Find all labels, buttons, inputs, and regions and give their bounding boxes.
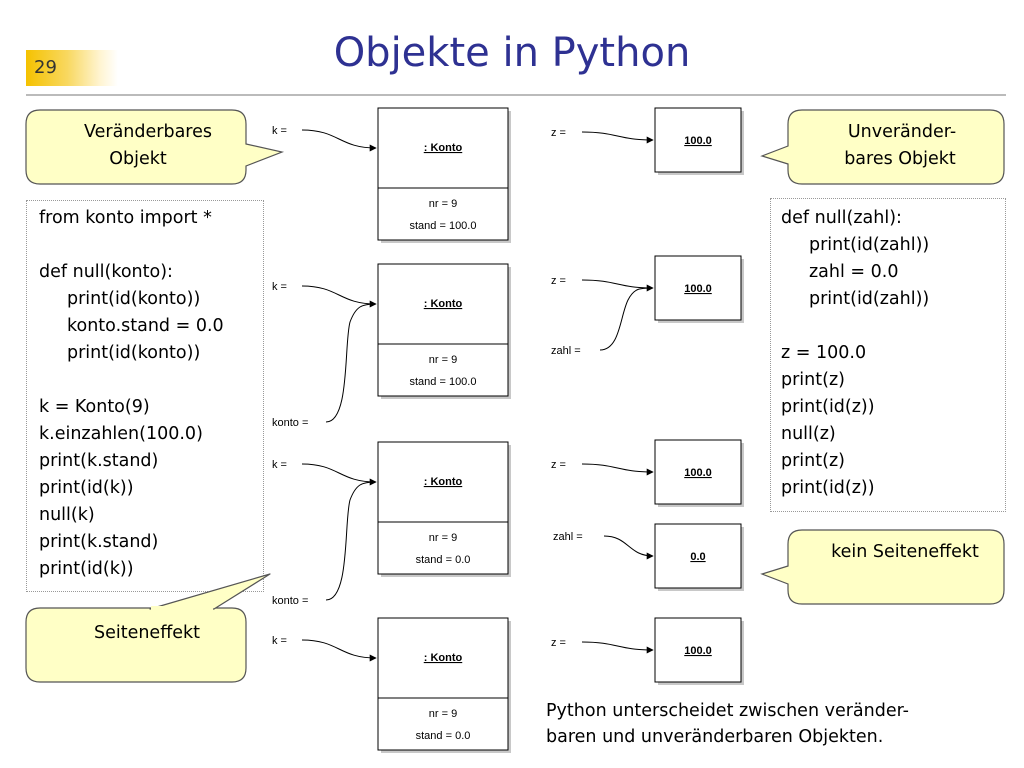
code-line: print(id(konto)) — [67, 289, 201, 309]
code-line: null(k) — [39, 505, 95, 525]
code-line: def null(konto): — [39, 262, 173, 282]
konto-object-box — [377, 263, 509, 397]
reference-arrow — [581, 131, 654, 144]
code-line: print(k.stand) — [39, 532, 159, 552]
reference-arrow — [603, 535, 654, 560]
callout-side-effect-text: Seiteneffekt — [94, 623, 200, 643]
callout-side-effect: Seiteneffekt — [25, 573, 271, 683]
reference-arrow — [581, 463, 654, 476]
code-line: from konto import * — [39, 208, 212, 228]
code-block-immutable: def null(zahl): print(id(zahl)) zahl = 0.0… — [770, 198, 1006, 512]
float-object-diagram: 100.0 z = — [551, 107, 744, 175]
konto-class-label: : Konto — [424, 476, 463, 488]
konto-attr-nr: nr = 9 — [429, 532, 457, 544]
footer-note: Python unterscheidet zwischen veränder- … — [546, 698, 909, 750]
code-line: k = Konto(9) — [39, 397, 150, 417]
float-value-label: 100.0 — [684, 283, 712, 295]
konto-attr-stand: stand = 0.0 — [416, 554, 471, 566]
code-line: print(z) — [781, 370, 845, 390]
float-value-label: 100.0 — [684, 645, 712, 657]
reference-arrow — [581, 641, 654, 654]
konto-attr-nr: nr = 9 — [429, 708, 457, 720]
reference-line — [599, 287, 654, 351]
variable-label-konto: konto = — [272, 595, 308, 607]
float-object-diagram: 100.0 0.0 z = zahl = — [551, 439, 744, 591]
code-line: def null(zahl): — [781, 208, 902, 228]
variable-label-k: k = — [272, 281, 287, 293]
code-line: print(id(z)) — [781, 478, 875, 498]
code-line: print(k.stand) — [39, 451, 159, 471]
float-object-diagram: 100.0 z = — [551, 617, 744, 685]
callout-immutable-object: Unveränder- bares Objekt — [760, 109, 1005, 185]
code-line: print(id(z)) — [781, 397, 875, 417]
float-object-box — [654, 523, 742, 589]
variable-label-z: z = — [551, 127, 566, 139]
variable-label-z: z = — [551, 275, 566, 287]
float-object-box — [654, 617, 742, 683]
konto-object-box — [377, 617, 509, 751]
float-object-diagram: 100.0 z = zahl = — [551, 255, 744, 357]
variable-label-zahl: zahl = — [553, 531, 583, 543]
konto-class-label: : Konto — [424, 298, 463, 310]
code-line: null(z) — [781, 424, 836, 444]
variable-label-k: k = — [272, 635, 287, 647]
footer-line-1: Python unterscheidet zwischen veränder- — [546, 701, 909, 721]
float-object-box — [654, 107, 742, 173]
konto-attr-stand: stand = 100.0 — [410, 220, 477, 232]
konto-object-diagram: : Konto nr = 9 stand = 100.0 k = konto = — [272, 263, 511, 429]
code-line: print(z) — [781, 451, 845, 471]
variable-label-zahl: zahl = — [551, 345, 581, 357]
konto-attr-nr: nr = 9 — [429, 354, 457, 366]
variable-label-k: k = — [272, 125, 287, 137]
title-divider — [26, 94, 1006, 96]
code-line: konto.stand = 0.0 — [67, 316, 224, 336]
code-line: zahl = 0.0 — [809, 262, 899, 282]
slide-title: Objekte in Python — [333, 30, 691, 76]
reference-arrow — [301, 285, 377, 308]
reference-line — [325, 303, 377, 423]
callout-immutable-line1: Unveränder- — [848, 122, 956, 142]
konto-class-label: : Konto — [424, 142, 463, 154]
konto-object-diagram: : Konto nr = 9 stand = 0.0 k = konto = — [272, 441, 511, 607]
code-block-mutable: from konto import * def null(konto): print… — [26, 200, 264, 592]
konto-attr-stand: stand = 0.0 — [416, 730, 471, 742]
callout-no-side-effect: kein Seiteneffekt — [760, 529, 1005, 605]
konto-object-diagram: : Konto nr = 9 stand = 100.0 k = — [272, 107, 511, 243]
float-object-box — [654, 439, 742, 505]
reference-line — [325, 481, 377, 601]
callout-mutable-object: Veränderbares Objekt — [25, 109, 285, 185]
konto-object-box — [377, 107, 509, 241]
footer-line-2: baren und unveränderbaren Objekten. — [546, 727, 884, 747]
code-line: print(id(k)) — [39, 559, 134, 579]
reference-arrow — [301, 129, 377, 152]
konto-object-box — [377, 441, 509, 575]
variable-label-k: k = — [272, 459, 287, 471]
slide-number: 29 — [26, 50, 118, 86]
callout-mutable-line2: Objekt — [109, 149, 167, 169]
variable-label-konto: konto = — [272, 417, 308, 429]
code-line: print(id(zahl)) — [809, 235, 930, 255]
callout-no-side-effect-text: kein Seiteneffekt — [831, 542, 979, 562]
code-line: z = 100.0 — [781, 343, 867, 363]
variable-label-z: z = — [551, 637, 566, 649]
reference-arrow — [301, 463, 377, 486]
code-line: k.einzahlen(100.0) — [39, 424, 203, 444]
float-value-label: 100.0 — [684, 135, 712, 147]
konto-attr-stand: stand = 100.0 — [410, 376, 477, 388]
code-line: print(id(k)) — [39, 478, 134, 498]
reference-arrow — [581, 279, 654, 292]
code-line: print(id(konto)) — [67, 343, 201, 363]
code-line: print(id(zahl)) — [809, 289, 930, 309]
callout-immutable-line2: bares Objekt — [844, 149, 956, 169]
callout-mutable-line1: Veränderbares — [84, 122, 212, 142]
float-value-label: 100.0 — [684, 467, 712, 479]
variable-label-z: z = — [551, 459, 566, 471]
konto-class-label: : Konto — [424, 652, 463, 664]
float-value-label: 0.0 — [690, 551, 705, 563]
konto-object-diagram: : Konto nr = 9 stand = 0.0 k = — [272, 617, 511, 753]
float-object-box — [654, 255, 742, 321]
konto-attr-nr: nr = 9 — [429, 198, 457, 210]
reference-arrow — [301, 639, 377, 662]
